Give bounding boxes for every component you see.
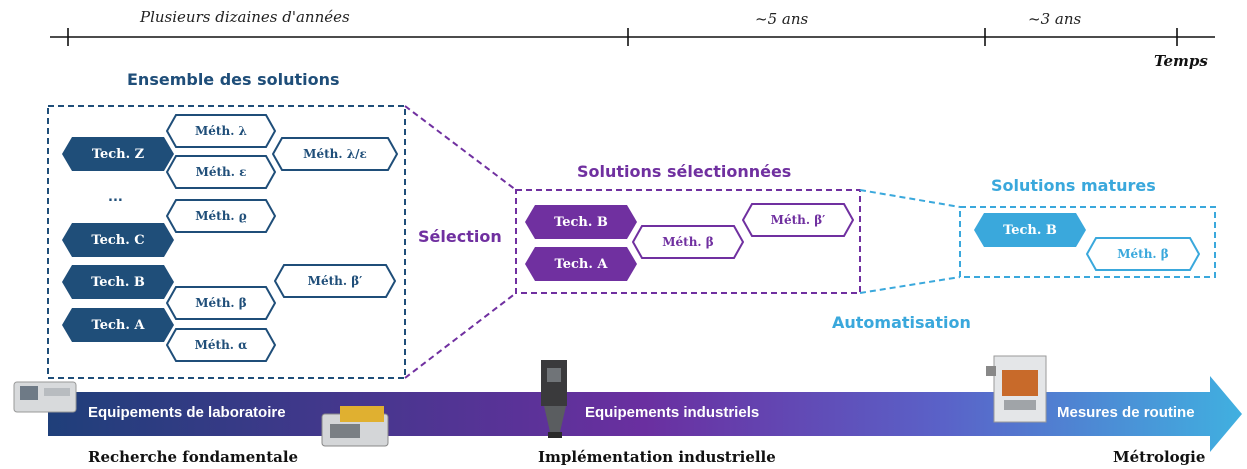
selected-meth-beta-tag: Méth. β	[632, 225, 744, 259]
stage-fundamental-research: Recherche fondamentale	[88, 448, 299, 466]
meth-beta-tag: Méth. β	[166, 286, 276, 320]
period-label-metrology: ~3 ans	[1028, 10, 1082, 28]
tech-a-tag: Tech. A	[62, 308, 174, 342]
lab-equipment-image	[13, 381, 77, 413]
lab-equipment-label: Equipements de laboratoire	[88, 404, 286, 421]
benchtop-instrument-image	[321, 406, 389, 447]
industrial-equipment-image	[541, 360, 567, 438]
routine-measurement-label: Mesures de routine	[1057, 404, 1195, 421]
time-axis-label: Temps	[1154, 52, 1208, 70]
period-label-industrial: ~5 ans	[755, 10, 809, 28]
selected-solutions-title: Solutions sélectionnées	[577, 162, 792, 181]
meth-lambda-tag: Méth. λ	[166, 114, 276, 148]
mature-tech-b-tag: Tech. B	[974, 213, 1086, 247]
meth-beta-prime-tag: Méth. β′	[274, 264, 396, 298]
meth-epsilon-tag: Méth. ε	[166, 155, 276, 189]
stage-industrial-implementation: Implémentation industrielle	[538, 448, 776, 466]
stage-metrology: Métrologie	[1113, 448, 1206, 466]
meth-alpha-tag: Méth. α	[166, 328, 276, 362]
tech-b-tag: Tech. B	[62, 265, 174, 299]
automation-label: Automatisation	[832, 313, 971, 332]
selection-label: Sélection	[418, 227, 502, 246]
tech-z-tag: Tech. Z	[62, 137, 174, 171]
selected-tech-a-tag: Tech. A	[525, 247, 637, 281]
ellipsis: ...	[108, 190, 123, 205]
period-label-research: Plusieurs dizaines d'années	[140, 8, 350, 26]
mature-meth-beta-tag: Méth. β	[1086, 237, 1200, 271]
meth-rho-tag: Méth. ϱ	[166, 199, 276, 233]
all-solutions-title: Ensemble des solutions	[127, 70, 340, 89]
selected-meth-beta-prime-tag: Méth. β′	[742, 203, 854, 237]
tech-c-tag: Tech. C	[62, 223, 174, 257]
mature-solutions-title: Solutions matures	[991, 176, 1156, 195]
routine-metrology-tool-image	[986, 355, 1047, 423]
industrial-equipment-label: Equipements industriels	[585, 404, 760, 421]
selected-tech-b-tag: Tech. B	[525, 205, 637, 239]
meth-lambda-epsilon-tag: Méth. λ/ε	[272, 137, 398, 171]
